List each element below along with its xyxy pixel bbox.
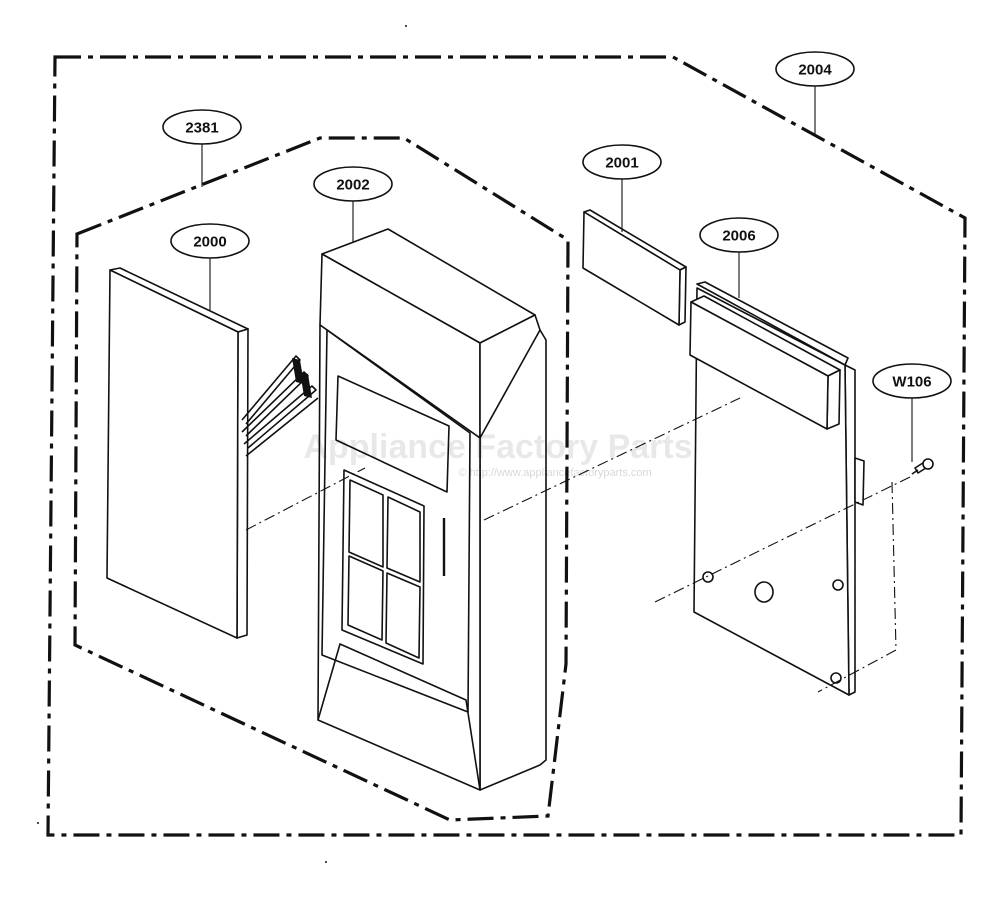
callout-2381[interactable]: 2381	[162, 109, 242, 145]
part-2006-pcb[interactable]	[689, 281, 865, 696]
callout-W106[interactable]: W106	[872, 363, 952, 399]
assembly-lines	[245, 397, 913, 693]
callout-label: 2004	[798, 62, 832, 79]
callout-2006[interactable]: 2006	[699, 217, 779, 253]
callout-2001[interactable]: 2001	[582, 144, 662, 180]
assembly-boundary-2004	[46, 55, 967, 837]
callout-label: W106	[892, 374, 931, 391]
watermark-url: © http://www.appliancefactoryparts.com	[458, 467, 651, 479]
part-2002-control-panel[interactable]	[317, 228, 547, 791]
callout-label: 2002	[336, 177, 369, 194]
part-2001-strip[interactable]	[582, 209, 687, 326]
callout-label: 2006	[722, 228, 755, 245]
part-W106-screw[interactable]	[911, 458, 934, 475]
callout-2002[interactable]: 2002	[313, 166, 393, 202]
watermark-title: Appliance Factory Parts	[303, 428, 692, 466]
callout-label: 2001	[605, 155, 638, 172]
callout-2000[interactable]: 2000	[170, 223, 250, 259]
callout-2004[interactable]: 2004	[775, 51, 855, 87]
callout-label: 2000	[193, 234, 226, 251]
leader-lines	[201, 86, 913, 462]
assembly-boundary-2381	[73, 136, 570, 822]
callout-label: 2381	[185, 120, 218, 137]
part-2000-panel[interactable]	[106, 267, 319, 639]
